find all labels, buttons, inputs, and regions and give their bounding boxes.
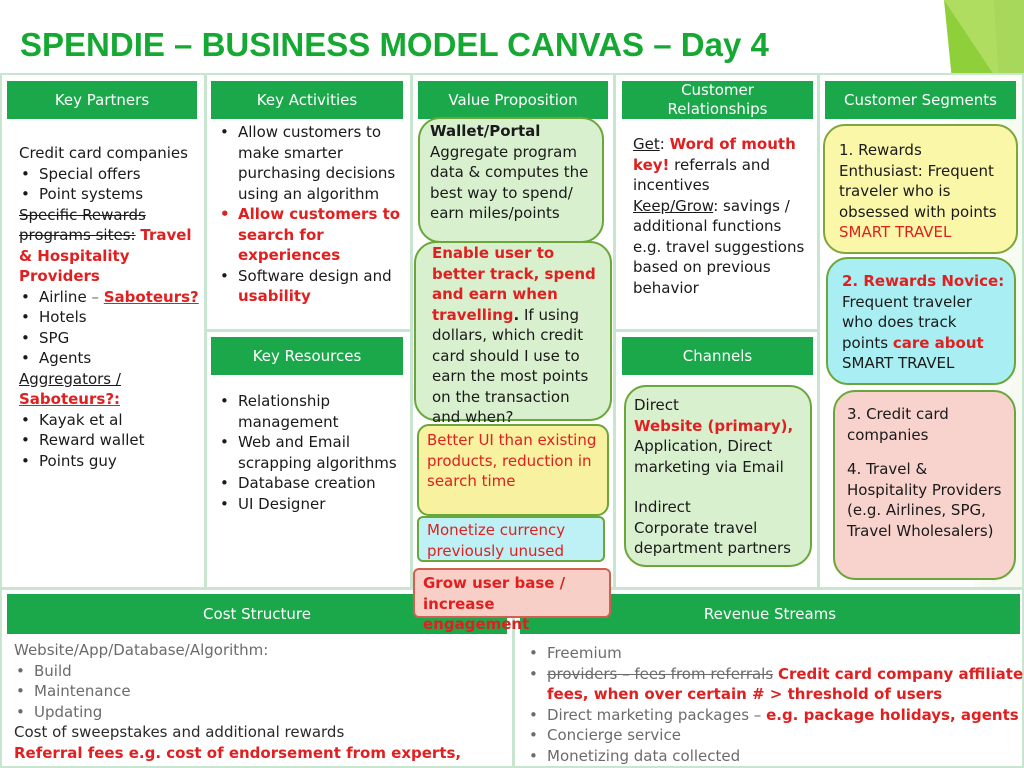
ka-item: Software design and usability bbox=[218, 266, 403, 307]
key-resources-content: Relationship management Web and Email sc… bbox=[218, 391, 403, 514]
kr-item: UI Designer bbox=[218, 494, 403, 515]
cs-item: Build bbox=[14, 661, 509, 682]
customer-relationships-header: Customer Relationships bbox=[622, 81, 813, 119]
vp-bubble-grow: Grow user base / increase engagement bbox=[413, 568, 611, 633]
key-resources-header: Key Resources bbox=[211, 337, 403, 375]
kr-item: Database creation bbox=[218, 473, 403, 494]
cost-structure-content: Website/App/Database/Algorithm: Build Ma… bbox=[14, 640, 509, 768]
key-activities-content: Allow customers to make smarter purchasi… bbox=[218, 122, 403, 307]
vp-bubble-ui: Better UI than existing products, reduct… bbox=[417, 424, 609, 516]
customer-segments-header: Customer Segments bbox=[825, 81, 1016, 119]
kp-aggregators: Aggregators / bbox=[19, 369, 121, 388]
kp-item: Points guy bbox=[19, 451, 201, 472]
ka-item: Allow customers to search for experience… bbox=[218, 204, 403, 266]
value-proposition-header: Value Proposition bbox=[418, 81, 608, 119]
channels-bubble: Direct Website (primary), Application, D… bbox=[624, 385, 812, 567]
revenue-streams-content: Freemium providers – fees from referrals… bbox=[527, 643, 1024, 766]
kp-item: Special offers bbox=[19, 164, 201, 185]
customer-relationships-content: Get: Word of mouth key! referrals and in… bbox=[633, 135, 805, 297]
segment-others: 3. Credit card companies 4. Travel & Hos… bbox=[833, 390, 1016, 580]
segment-rewards-novice: 2. Rewards Novice: Frequent traveler who… bbox=[826, 257, 1016, 385]
rs-item: Concierge service bbox=[527, 725, 1024, 746]
kp-saboteurs: Saboteurs?: bbox=[19, 390, 121, 408]
kp-item: Point systems bbox=[19, 184, 201, 205]
cs-item: Updating bbox=[14, 702, 509, 723]
key-partners-header: Key Partners bbox=[7, 81, 197, 119]
kp-item: Airline – Saboteurs? bbox=[19, 287, 201, 308]
vp-bubble-portal: Wallet/Portal Aggregate program data & c… bbox=[418, 117, 604, 243]
rs-item: Monetizing data collected bbox=[527, 746, 1024, 767]
key-partners-content: Credit card companies Special offers Poi… bbox=[19, 143, 201, 471]
kp-item: Reward wallet bbox=[19, 430, 201, 451]
segment-rewards-enthusiast: 1. Rewards Enthusiast: Frequent traveler… bbox=[823, 124, 1018, 254]
rs-item: Direct marketing packages – e.g. package… bbox=[527, 705, 1024, 726]
cs-item: Maintenance bbox=[14, 681, 509, 702]
kp-rewards-sites: Specific Rewards programs sites: Travel … bbox=[19, 205, 192, 286]
page-title: SPENDIE – BUSINESS MODEL CANVAS – Day 4 bbox=[20, 26, 769, 63]
kr-item: Web and Email scrapping algorithms bbox=[218, 432, 403, 473]
rs-item: providers – fees from referrals Credit c… bbox=[527, 664, 1024, 705]
kp-line1: Credit card companies bbox=[19, 144, 188, 162]
rs-item: Freemium bbox=[527, 643, 1024, 664]
kp-item: Hotels bbox=[19, 307, 201, 328]
key-activities-header: Key Activities bbox=[211, 81, 403, 119]
kp-item: Agents bbox=[19, 348, 201, 369]
vp-bubble-track: Enable user to better track, spend and e… bbox=[414, 241, 612, 426]
ka-item: Allow customers to make smarter purchasi… bbox=[218, 122, 403, 204]
kr-item: Relationship management bbox=[218, 391, 403, 432]
kp-item: Kayak et al bbox=[19, 410, 201, 431]
channels-header: Channels bbox=[622, 337, 813, 375]
vp-bubble-monetize: Monetize currency previously unused bbox=[417, 516, 605, 562]
kp-item: SPG bbox=[19, 328, 201, 349]
